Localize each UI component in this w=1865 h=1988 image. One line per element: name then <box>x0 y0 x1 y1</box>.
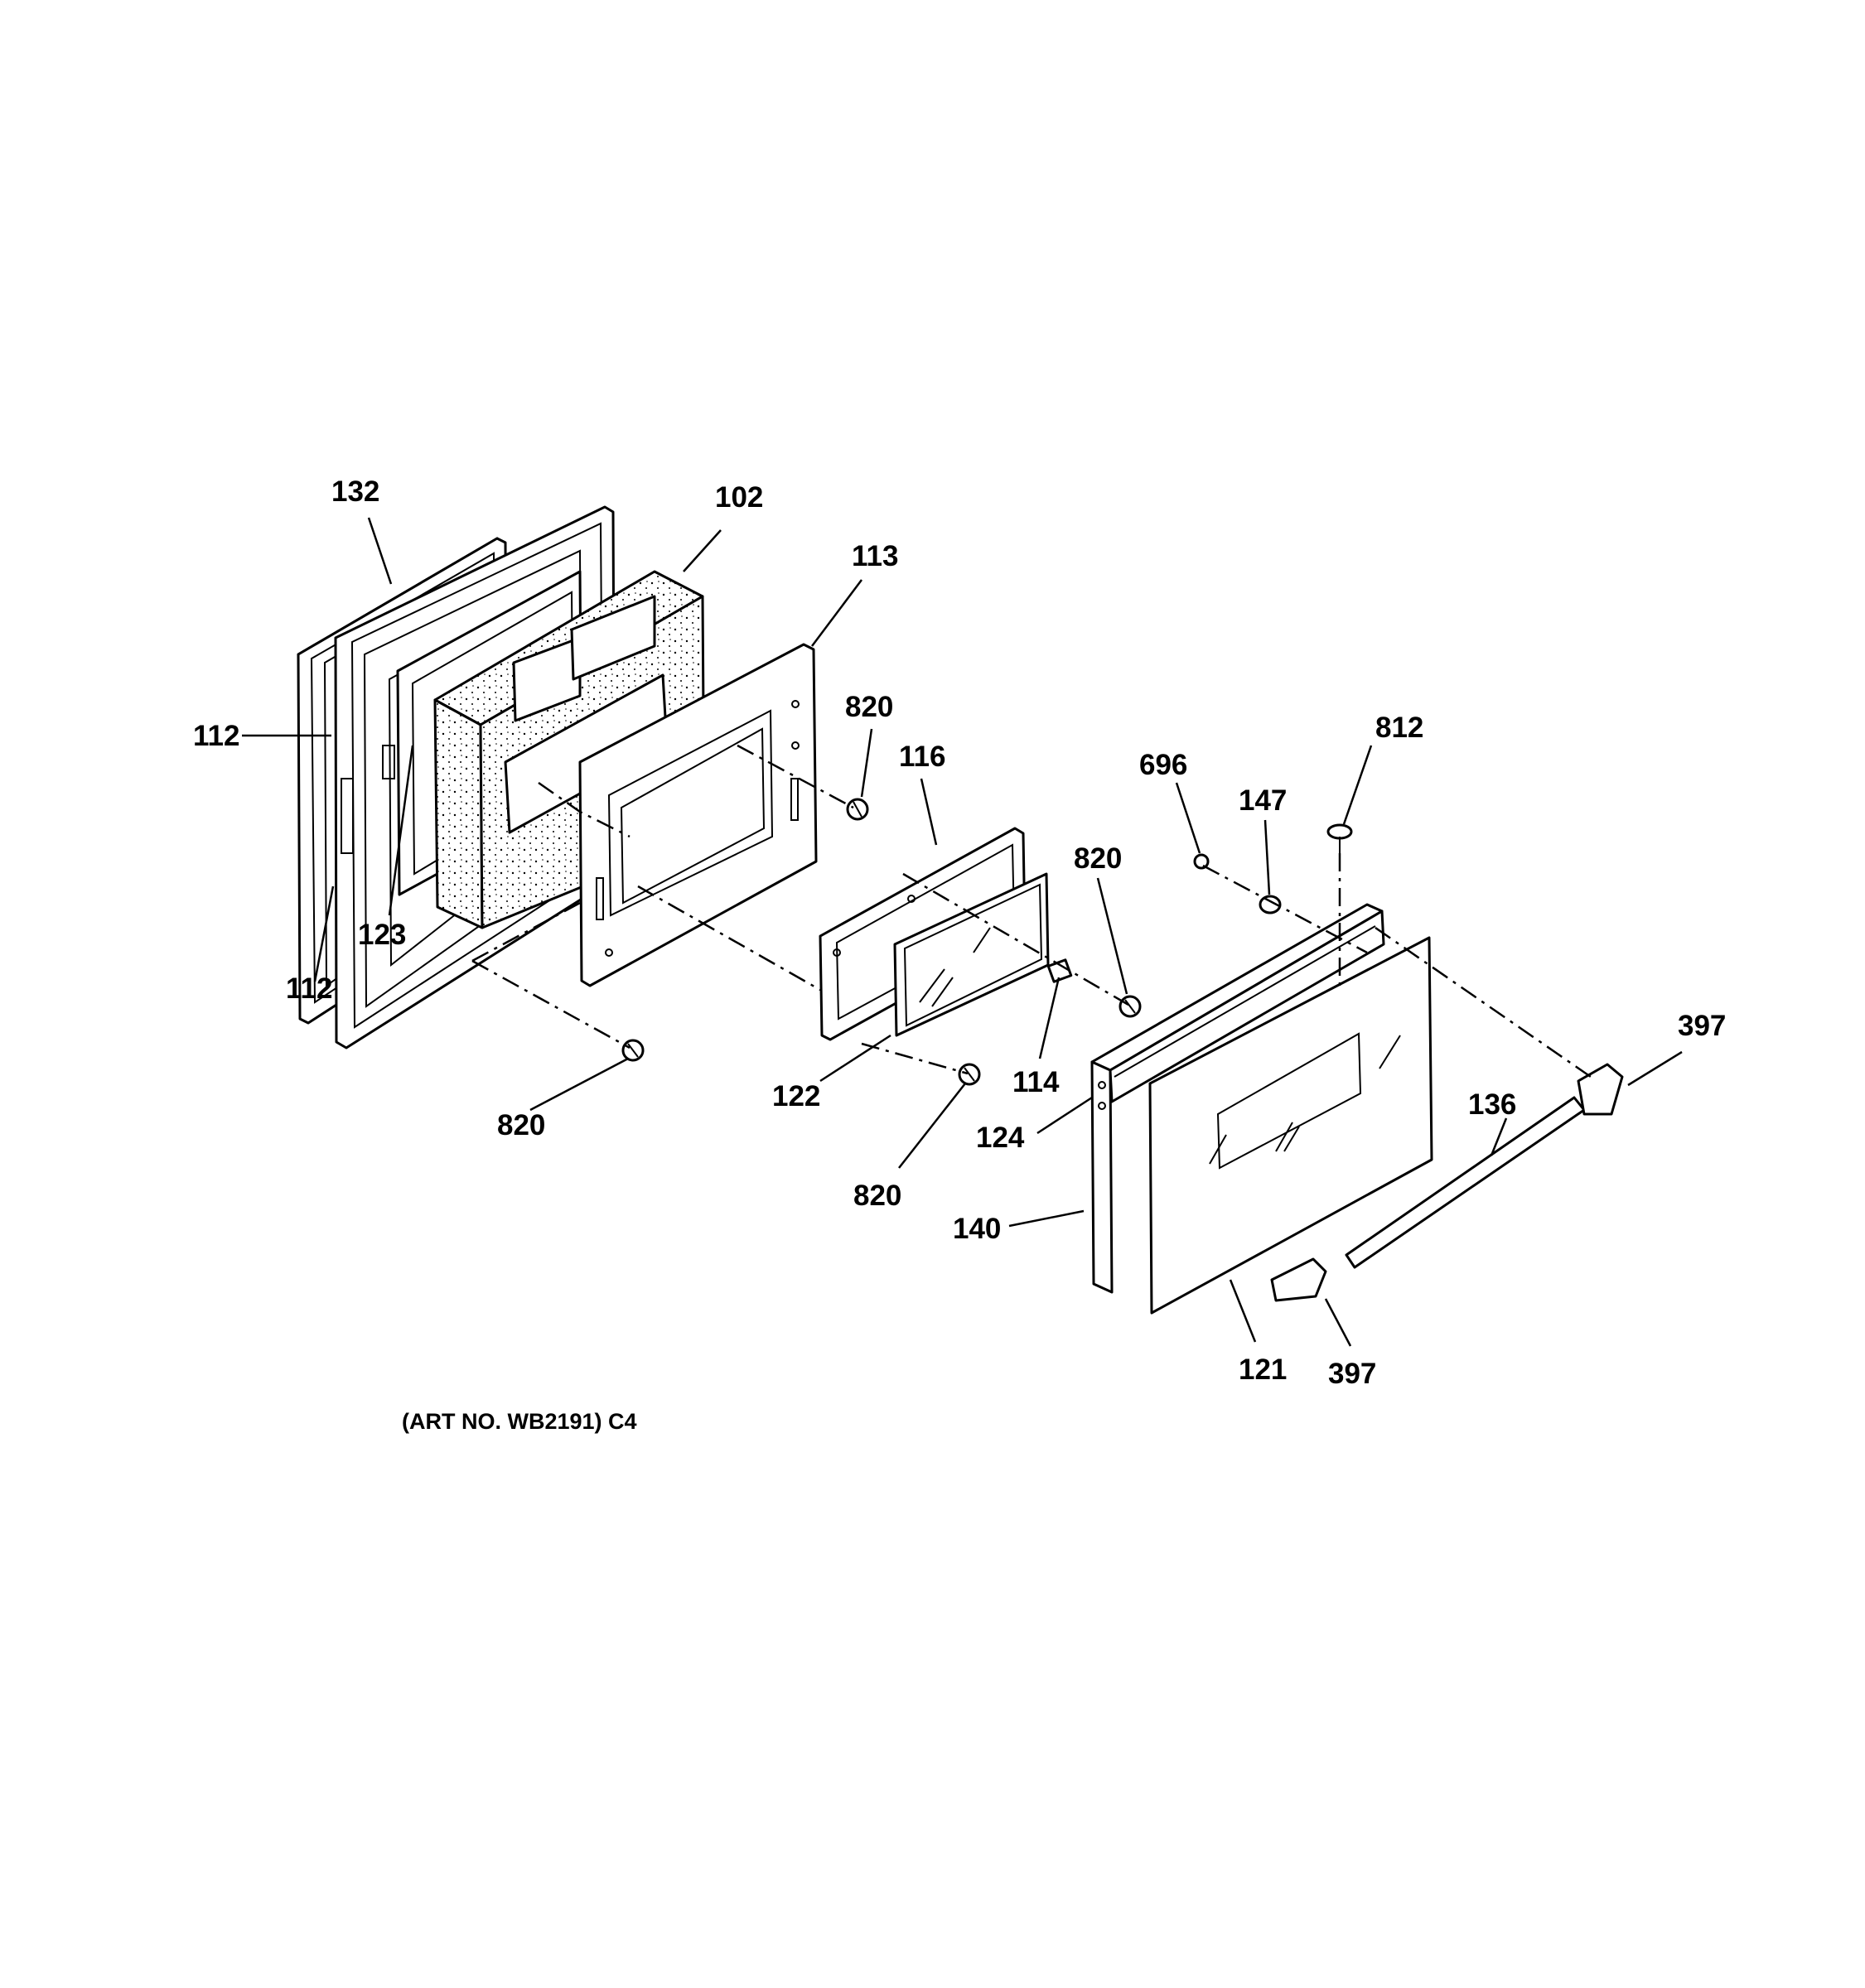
callout-124: 124 <box>976 1122 1025 1154</box>
callouts: 132 102 113 112 112 123 820 116 696 812 … <box>193 475 1726 1390</box>
part-140-door-frame <box>1090 903 1385 1294</box>
callout-820-right: 820 <box>1074 842 1122 875</box>
callout-122: 122 <box>772 1080 820 1112</box>
callout-132: 132 <box>331 475 379 508</box>
callout-112-upper: 112 <box>193 720 239 752</box>
art-number: (ART NO. WB2191) C4 <box>402 1409 637 1434</box>
callout-820-upper: 820 <box>845 691 893 723</box>
callout-820-middle: 820 <box>853 1180 901 1212</box>
part-113-inner-panel <box>578 643 818 987</box>
screw-820-upper <box>846 798 869 821</box>
part-397-end-cap-lower <box>1270 1257 1327 1302</box>
screw-820-right <box>1119 995 1142 1018</box>
callout-102: 102 <box>715 481 763 514</box>
callout-140: 140 <box>953 1213 1001 1245</box>
screw-820-middle <box>958 1063 981 1086</box>
screw-812 <box>1326 823 1353 853</box>
callout-397-lower: 397 <box>1328 1358 1376 1390</box>
callout-397-upper: 397 <box>1678 1010 1726 1042</box>
callout-114: 114 <box>1012 1066 1060 1098</box>
part-114-clip <box>1046 958 1073 983</box>
callout-147: 147 <box>1239 784 1287 817</box>
callout-121: 121 <box>1239 1353 1287 1386</box>
callout-123: 123 <box>358 919 406 951</box>
callout-113: 113 <box>852 540 898 572</box>
callout-820-left: 820 <box>497 1109 545 1141</box>
washer-147 <box>1259 895 1282 914</box>
callout-136: 136 <box>1468 1088 1516 1121</box>
callout-696: 696 <box>1139 749 1187 781</box>
screw-820-left <box>621 1039 645 1062</box>
assembly-lines <box>471 744 1592 1078</box>
callout-812: 812 <box>1375 712 1423 744</box>
leader-lines <box>242 517 1683 1347</box>
callout-112-lower: 112 <box>286 972 332 1005</box>
part-121-outer-glass <box>1148 936 1433 1315</box>
callout-116: 116 <box>899 741 945 773</box>
screw-696 <box>1193 853 1210 870</box>
